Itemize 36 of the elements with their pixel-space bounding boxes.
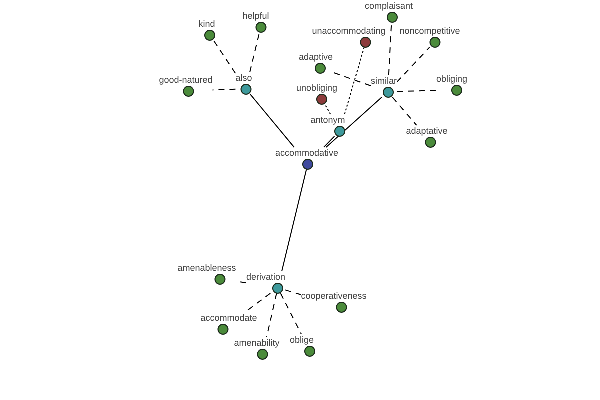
dashed-line (250, 32, 260, 73)
node-label: good-natured (159, 74, 213, 86)
node-label: amenableness (178, 262, 236, 274)
node-label: cooperativeness (301, 290, 367, 302)
node-label: noncompetitive (400, 26, 460, 36)
dashed-line (212, 88, 236, 91)
dotted-line (344, 47, 365, 115)
dashed-line (332, 72, 372, 86)
node-label: helpful (242, 10, 270, 22)
node-label: unobliging (296, 82, 338, 94)
node-label: oblige (290, 334, 314, 346)
solid-line (324, 136, 336, 148)
dashed-line (266, 293, 278, 338)
node-label: amenability (234, 338, 280, 348)
dashed-line (213, 40, 236, 74)
node-label: similar (371, 76, 397, 86)
dashed-line (280, 293, 302, 335)
dashed-line (285, 290, 302, 296)
solid-line (282, 169, 308, 272)
node-label: kind (198, 18, 216, 30)
node-label: antonym (310, 114, 346, 126)
dotted-line (324, 104, 332, 115)
dashed-line (396, 90, 437, 92)
solid-line (326, 97, 382, 148)
node-label: derivation (246, 272, 286, 282)
node-label: also (236, 72, 252, 84)
node-label: unaccommodating (312, 26, 386, 36)
solid-line (250, 94, 295, 148)
node-label: complaisant (364, 0, 414, 12)
node-label: accommodative (275, 148, 339, 158)
node-label: obliging (436, 74, 468, 84)
dashed-line (392, 97, 418, 126)
node-label: adaptive (298, 52, 334, 62)
node-label: accommodate (200, 312, 258, 324)
dashed-line (396, 47, 430, 83)
node-label: adaptative (406, 126, 448, 136)
